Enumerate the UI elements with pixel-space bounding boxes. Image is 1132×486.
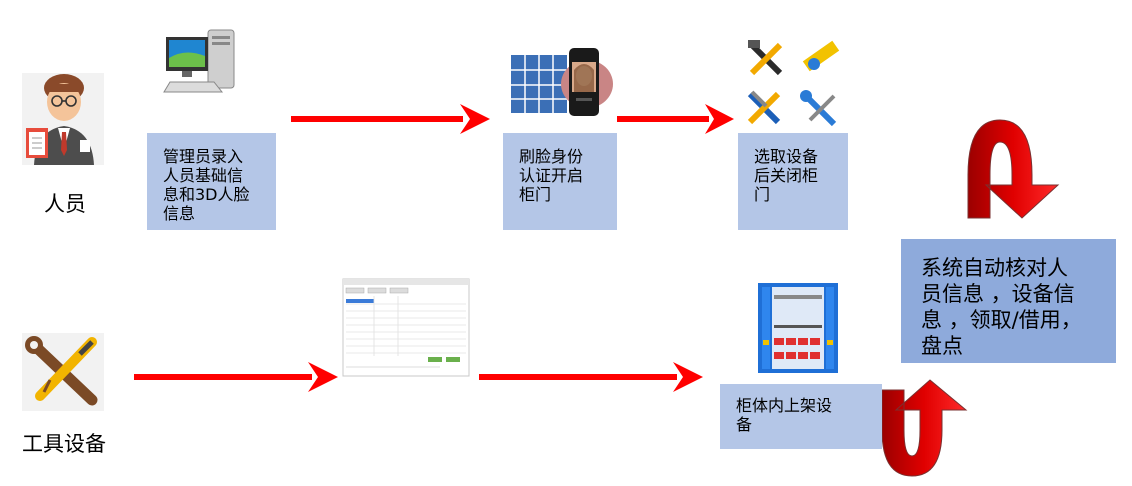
- wrench-screwdriver-icon: [22, 333, 104, 411]
- flow-arrows: [134, 104, 734, 392]
- uturn-arrow-bottom: [881, 379, 968, 477]
- arrow-entry-to-face: [291, 104, 490, 134]
- step-face-auth: 刷脸身份 认证开启 柜门: [503, 133, 617, 230]
- uturn-arrow-top: [967, 119, 1060, 219]
- step-system-check: 系统自动核对人 员信息 ，设备信 息 ，领取/借用， 盘点: [901, 239, 1116, 363]
- arrow-software-to-cabinet: [479, 362, 703, 392]
- tools-icon: [747, 40, 840, 127]
- tools-label: 工具设备: [22, 432, 106, 456]
- face-terminal-icon: [511, 48, 613, 116]
- computer-icon: [163, 29, 235, 93]
- arrow-face-to-select: [617, 104, 734, 134]
- step-admin-entry: 管理员录入 人员基础信 息和3D人脸 信息: [147, 133, 276, 230]
- person-icon: [22, 73, 104, 165]
- step-shelve: 柜体内上架设 备: [720, 384, 882, 449]
- software-window-icon: [342, 278, 470, 377]
- step-select-close: 选取设备 后关闭柜 门: [738, 133, 848, 230]
- person-label: 人员: [44, 192, 86, 216]
- arrow-tools-to-software: [134, 362, 338, 392]
- tool-cabinet-icon: [758, 283, 838, 373]
